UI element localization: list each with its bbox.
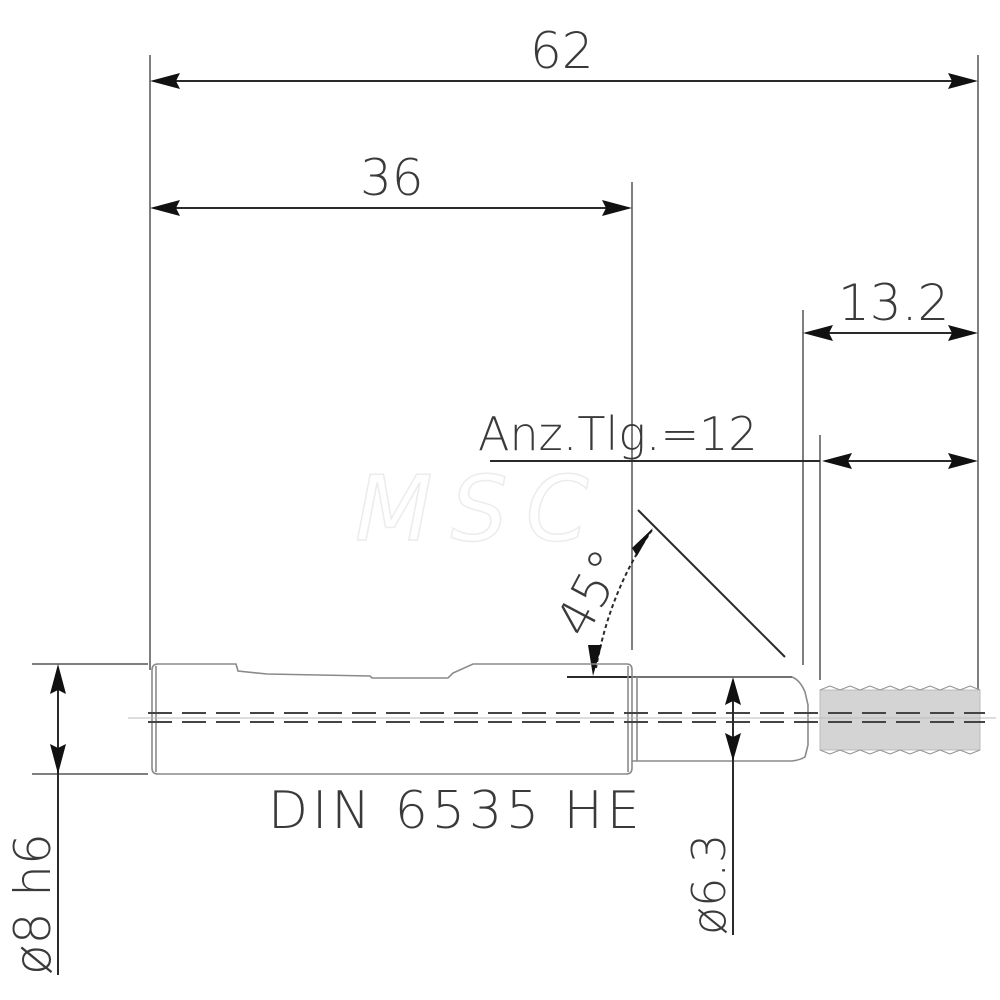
dimension-neck-diameter: ø6.3 <box>682 677 741 935</box>
dimension-overall-length: 62 <box>150 22 978 89</box>
dimension-shank-diameter: ø8 h6 <box>4 664 66 975</box>
tool-body <box>128 663 996 775</box>
dim-62-label: 62 <box>530 22 594 80</box>
dimension-thread-length: 13.2 <box>803 274 978 341</box>
flutes-note: Anz.Tlg.=12 <box>478 407 978 469</box>
watermark-text: MSC <box>355 457 607 562</box>
standard-label: DIN 6535 HE <box>268 781 644 841</box>
extension-lines <box>32 55 979 775</box>
shank-diameter-label: ø8 h6 <box>4 833 62 975</box>
dim-36-label: 36 <box>360 149 424 207</box>
thread-section <box>819 689 981 751</box>
dim-13-2-label: 13.2 <box>838 274 949 332</box>
dimension-shank-length: 36 <box>150 149 632 216</box>
flutes-note-label: Anz.Tlg.=12 <box>478 407 758 461</box>
neck-diameter-label: ø6.3 <box>682 834 736 935</box>
